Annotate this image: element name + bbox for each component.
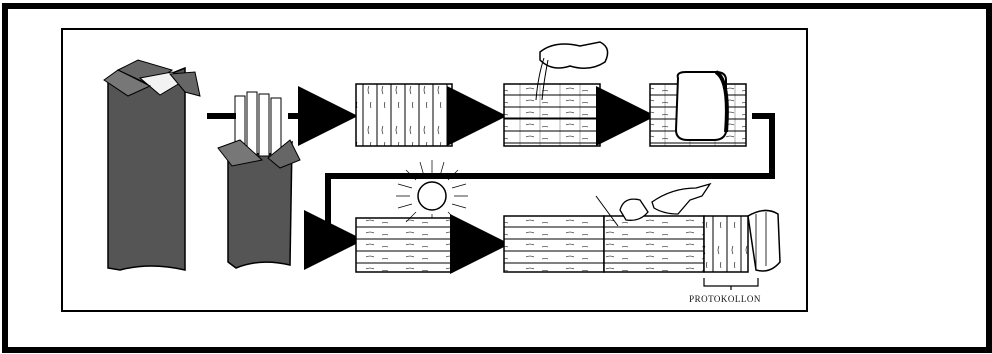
papyrus-bag-large (103, 59, 201, 271)
pitcher-icon (539, 41, 609, 69)
connector-arrow (304, 113, 775, 270)
drying-sun-step (355, 160, 468, 273)
vertical-strips-sheet (355, 83, 453, 147)
bracket (703, 278, 759, 290)
pouring-water-step (503, 41, 609, 147)
roller-press-step (649, 70, 747, 147)
roller-icon (674, 71, 727, 141)
cut-stalks-bag (217, 91, 301, 269)
joining-roll-step (503, 182, 781, 273)
bracket-label: PROTOKOLLON (689, 294, 761, 304)
hand-with-glue-pot-icon (619, 182, 712, 221)
